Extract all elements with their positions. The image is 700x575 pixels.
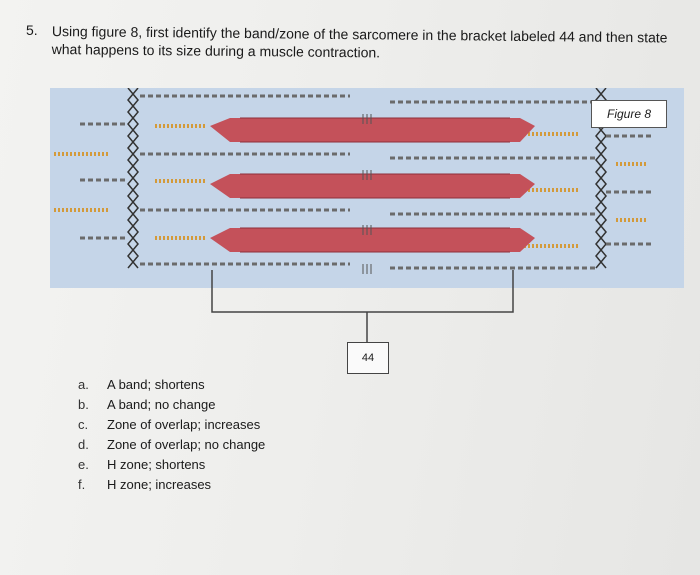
question-number: 5.	[26, 22, 38, 38]
option-f[interactable]: f.H zone; increases	[78, 477, 212, 492]
titin-segments	[54, 124, 646, 248]
thin-filaments	[80, 94, 654, 270]
option-d[interactable]: d.Zone of overlap; no change	[78, 437, 266, 452]
option-e[interactable]: e.H zone; shortens	[78, 457, 206, 472]
thick-filaments	[210, 118, 535, 252]
option-b[interactable]: b.A band; no change	[78, 397, 216, 412]
option-a[interactable]: a.A band; shortens	[78, 377, 205, 392]
answer-options: a.A band; shortens b.A band; no change c…	[78, 375, 265, 495]
label-44: 44	[347, 342, 389, 374]
z-line-left	[127, 88, 139, 269]
myosin-heads	[240, 117, 510, 253]
m-line	[362, 114, 372, 274]
figure-title: Figure 8	[591, 100, 667, 128]
sarcomere-diagram	[50, 88, 684, 288]
option-c[interactable]: c.Zone of overlap; increases	[78, 417, 261, 432]
